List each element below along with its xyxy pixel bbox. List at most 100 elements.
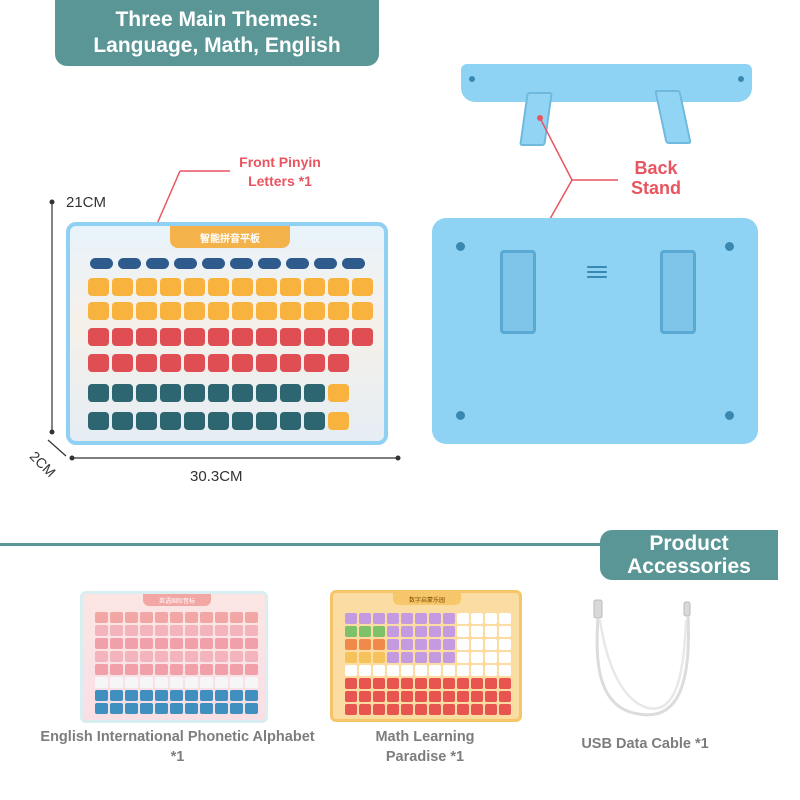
key: [304, 412, 325, 430]
math-learning-board: 数字启蒙乐园: [330, 590, 522, 722]
key: [352, 328, 373, 346]
key: [208, 278, 229, 296]
key: [160, 412, 181, 430]
math-board-title: 数字启蒙乐园: [393, 593, 461, 605]
back-stand-left: [500, 250, 536, 334]
key: [136, 384, 157, 402]
key: [160, 328, 181, 346]
key: [136, 302, 157, 320]
accessories-banner-line2: Accessories: [627, 555, 751, 578]
finals-row-1: [88, 328, 373, 346]
key: [280, 384, 301, 402]
key: [208, 354, 229, 372]
key: [304, 384, 325, 402]
key: [88, 354, 109, 372]
key: [328, 328, 349, 346]
screw-icon: [725, 411, 734, 420]
syllables-row-2: [88, 412, 349, 430]
key: [208, 302, 229, 320]
stand-view-tablet: [461, 64, 752, 102]
key: [208, 384, 229, 402]
mode-button: [342, 258, 365, 269]
key: [280, 328, 301, 346]
math-caption-line2: Paradise *1: [385, 749, 465, 765]
key: [232, 412, 253, 430]
key: [112, 302, 133, 320]
key: [160, 354, 181, 372]
front-tablet-title: 智能拼音平板: [170, 226, 290, 248]
accessories-banner: Product Accessories: [600, 530, 778, 580]
key: [88, 302, 109, 320]
mode-button: [202, 258, 225, 269]
width-dimension: 30.3CM: [190, 468, 243, 485]
key: [184, 354, 205, 372]
english-board-keys: [95, 612, 258, 714]
math-accessory-caption: Math Learning Paradise *1: [345, 727, 505, 767]
key: [352, 278, 373, 296]
key: [328, 302, 349, 320]
key: [160, 302, 181, 320]
english-caption-line2: *1: [170, 749, 185, 765]
mode-button: [146, 258, 169, 269]
screw-icon: [456, 242, 465, 251]
key: [184, 302, 205, 320]
screw-icon: [725, 242, 734, 251]
english-caption-line1: English International Phonetic Alphabet: [40, 729, 315, 745]
key: [256, 384, 277, 402]
key: [160, 278, 181, 296]
key: [280, 412, 301, 430]
math-board-keys: [345, 613, 511, 715]
mode-button: [90, 258, 113, 269]
english-board-title: 英语国际音标: [143, 594, 211, 606]
themes-banner-line2: Language, Math, English: [93, 34, 341, 57]
mode-buttons-row: [90, 258, 365, 269]
front-pinyin-tablet: 智能拼音平板: [66, 222, 388, 445]
key: [160, 384, 181, 402]
key: [112, 328, 133, 346]
usb-caption-line1: USB Data Cable *1: [581, 736, 709, 752]
key: [112, 384, 133, 402]
key: [328, 384, 349, 402]
math-caption-line1: Math Learning: [375, 729, 475, 745]
mode-button: [118, 258, 141, 269]
key: [184, 412, 205, 430]
key: [232, 302, 253, 320]
screw-icon: [456, 411, 465, 420]
key: [256, 278, 277, 296]
speaker-icon: [587, 266, 607, 280]
key: [256, 354, 277, 372]
key: [184, 278, 205, 296]
key: [112, 278, 133, 296]
key: [112, 354, 133, 372]
key: [304, 302, 325, 320]
key: [232, 328, 253, 346]
key: [88, 328, 109, 346]
mode-button: [174, 258, 197, 269]
height-dimension: 21CM: [66, 194, 107, 211]
english-accessory-caption: English International Phonetic Alphabet …: [15, 727, 340, 767]
mode-button: [286, 258, 309, 269]
key: [184, 384, 205, 402]
key: [136, 278, 157, 296]
initials-row-2: [88, 302, 373, 320]
key: [328, 412, 349, 430]
key: [88, 278, 109, 296]
key: [112, 412, 133, 430]
key: [352, 302, 373, 320]
mode-button: [230, 258, 253, 269]
key: [256, 328, 277, 346]
key: [232, 384, 253, 402]
mode-button: [314, 258, 337, 269]
key: [208, 328, 229, 346]
key: [208, 412, 229, 430]
back-stand-right: [660, 250, 696, 334]
key: [88, 384, 109, 402]
back-stand-label-line2: Stand: [630, 178, 681, 198]
key: [304, 278, 325, 296]
key: [256, 302, 277, 320]
usb-cable-caption: USB Data Cable *1: [560, 734, 730, 754]
back-stand-label-line1: Back: [634, 158, 678, 178]
mode-button: [258, 258, 281, 269]
key: [280, 278, 301, 296]
themes-banner-line1: Three Main Themes:: [115, 8, 319, 31]
